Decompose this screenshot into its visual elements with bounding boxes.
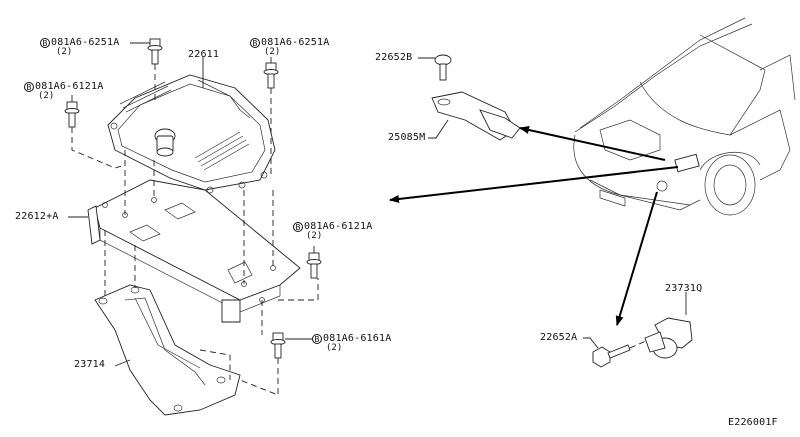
sensor-23731q: [644, 317, 693, 359]
bolt-top-left: [147, 38, 163, 65]
bolt-part-number: 081A6-6121A: [304, 221, 373, 232]
support-bracket: [94, 284, 241, 416]
label-ecm: 22611: [188, 49, 220, 60]
bolt-part-number: 081A6-6161A: [323, 333, 392, 344]
bolt-qty-4: (2): [306, 231, 323, 241]
bolt-part-number: 081A6-6121A: [35, 81, 104, 92]
bolt-marker-icon: B: [293, 222, 303, 232]
label-sensor-screw: 22652B: [375, 52, 413, 63]
bolt-qty-3: (2): [38, 91, 55, 101]
label-sensor: 25085M: [388, 132, 426, 143]
screw-22652a: [592, 344, 631, 368]
label-cam-screw: 22652A: [540, 332, 578, 343]
ecm-unit: [107, 74, 276, 194]
bolt-qty-5: (2): [326, 343, 343, 353]
bolt-part-number: 081A6-6251A: [51, 37, 120, 48]
bolt-qty-1: (2): [56, 47, 73, 57]
label-support: 23714: [74, 359, 106, 370]
bolt-marker-icon: B: [250, 38, 260, 48]
sensor-25085m: [431, 91, 521, 141]
vehicle-outline: [573, 17, 796, 216]
bolt-qty-2: (2): [264, 47, 281, 57]
screw-22652b: [434, 54, 452, 81]
bracket-plate: [87, 179, 301, 323]
bolt-marker-icon: B: [40, 38, 50, 48]
label-bracket: 22612+A: [15, 211, 59, 222]
bolt-top-right: [263, 62, 279, 89]
bolt-left: [64, 101, 80, 128]
bolt-part-number: 081A6-6251A: [261, 37, 330, 48]
bolt-marker-icon: B: [312, 334, 322, 344]
diagram-code: E226001F: [728, 417, 778, 428]
bolt-lower: [270, 332, 286, 359]
bolt-right: [306, 252, 322, 279]
bolt-marker-icon: B: [24, 82, 34, 92]
label-cam-sensor: 23731Q: [665, 283, 703, 294]
